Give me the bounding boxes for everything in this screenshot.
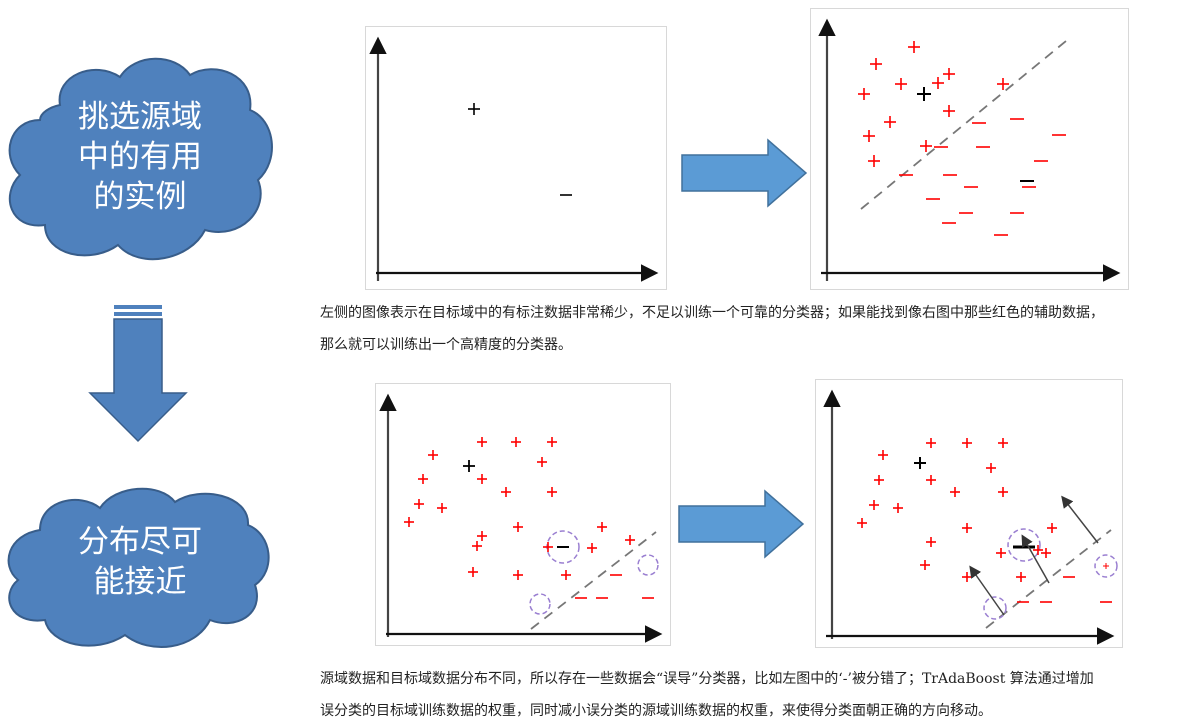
- highlight-circle: [983, 596, 1007, 620]
- highlight-circle: [529, 593, 551, 615]
- source-plus-point: [404, 517, 414, 527]
- plot-target-only: [365, 26, 667, 290]
- source-plus-point: [874, 475, 884, 485]
- source-plus-point: [926, 537, 936, 547]
- source-plus-point: [1041, 548, 1051, 558]
- source-plus-point: [870, 58, 882, 70]
- source-plus-point: [625, 535, 635, 545]
- down-arrow-icon: [88, 303, 190, 443]
- cloud-shape-icon: [7, 487, 270, 648]
- source-plus-point: [884, 116, 896, 128]
- source-plus-point: [477, 474, 487, 484]
- highlight-circle: [637, 554, 659, 576]
- source-plus-point: [893, 503, 903, 513]
- cloud-select-instances: 挑选源域 中的有用 的实例: [0, 35, 280, 275]
- highlight-circle: [1094, 554, 1118, 578]
- right-arrow-icon: [680, 138, 810, 208]
- source-plus-point: [986, 463, 996, 473]
- source-plus-point: [962, 572, 972, 582]
- scatter-plot: [369, 36, 659, 282]
- source-plus-point: [543, 542, 553, 552]
- source-plus-point: [547, 437, 557, 447]
- plot-reweighted: [815, 379, 1123, 648]
- cloud-distribution-close: 分布尽可 能接近: [0, 470, 280, 655]
- source-plus-point: [943, 105, 955, 117]
- source-plus-point: [997, 78, 1009, 90]
- source-plus-point: [920, 140, 932, 152]
- cloud-text-line: 中的有用: [78, 139, 202, 175]
- plot-misclassification: [375, 383, 671, 646]
- caption-line: 误分类的目标域训练数据的权重，同时减小误分类的源域训练数据的权重，来使得分类面朝…: [320, 703, 992, 719]
- source-plus-point: [597, 522, 607, 532]
- caption-line: 源域数据和目标域数据分布不同，所以存在一些数据会“误导”分类器，比如左图中的‘-…: [320, 671, 1094, 687]
- source-plus-point: [513, 522, 523, 532]
- source-plus-point: [1033, 545, 1043, 555]
- scatter-plot: [823, 389, 1118, 645]
- source-plus-point: [857, 518, 867, 528]
- source-plus-point: [414, 499, 424, 509]
- source-plus-point: [1016, 572, 1026, 582]
- target-plus-point: [468, 103, 480, 115]
- cloud-text-line: 能接近: [93, 564, 187, 600]
- caption-top: 左侧的图像表示在目标域中的有标注数据非常稀少，不足以训练一个可靠的分类器；如果能…: [320, 304, 1104, 354]
- source-plus-point: [869, 500, 879, 510]
- source-plus-point: [863, 130, 875, 142]
- source-plus-point: [1047, 523, 1057, 533]
- source-plus-point: [472, 541, 482, 551]
- source-plus-point: [1103, 563, 1109, 569]
- source-plus-point: [537, 457, 547, 467]
- source-plus-point: [547, 487, 557, 497]
- source-plus-point: [926, 438, 936, 448]
- source-plus-point: [998, 438, 1008, 448]
- highlight-circle: [1007, 528, 1041, 562]
- cloud-text-line: 分布尽可: [78, 524, 202, 560]
- weight-shift-arrow: [1061, 495, 1099, 544]
- source-plus-point: [868, 155, 880, 167]
- weight-shift-arrow: [969, 565, 1005, 616]
- target-plus-point: [917, 87, 931, 101]
- cloud-text-line: 挑选源域: [78, 99, 202, 135]
- caption-line: 那么就可以训练出一个高精度的分类器。: [320, 337, 572, 353]
- decision-boundary: [985, 529, 1112, 629]
- source-plus-point: [878, 450, 888, 460]
- source-plus-point: [511, 437, 521, 447]
- source-plus-point: [468, 567, 478, 577]
- source-plus-point: [895, 78, 907, 90]
- source-plus-point: [920, 560, 930, 570]
- source-plus-point: [858, 88, 870, 100]
- source-plus-point: [587, 543, 597, 553]
- cloud-shape-icon: [8, 57, 273, 261]
- source-plus-point: [561, 570, 571, 580]
- source-plus-point: [950, 487, 960, 497]
- target-plus-point: [914, 457, 926, 469]
- decision-boundary: [530, 531, 657, 630]
- target-plus-point: [463, 460, 475, 472]
- scatter-plot: [818, 18, 1121, 282]
- source-plus-point: [962, 438, 972, 448]
- caption-bottom: 源域数据和目标域数据分布不同，所以存在一些数据会“误导”分类器，比如左图中的‘-…: [320, 670, 1094, 720]
- source-plus-point: [908, 41, 920, 53]
- source-plus-point: [932, 77, 944, 89]
- caption-line: 左侧的图像表示在目标域中的有标注数据非常稀少，不足以训练一个可靠的分类器；如果能…: [320, 305, 1104, 321]
- source-plus-point: [428, 450, 438, 460]
- source-plus-point: [418, 474, 428, 484]
- decision-boundary: [860, 40, 1067, 210]
- scatter-plot: [379, 393, 663, 643]
- source-plus-point: [501, 487, 511, 497]
- source-plus-point: [437, 503, 447, 513]
- source-plus-point: [477, 531, 487, 541]
- source-plus-point: [926, 475, 936, 485]
- source-plus-point: [996, 548, 1006, 558]
- cloud-text-line: 的实例: [93, 179, 187, 215]
- source-plus-point: [943, 68, 955, 80]
- source-plus-point: [962, 523, 972, 533]
- source-plus-point: [477, 437, 487, 447]
- source-plus-point: [513, 570, 523, 580]
- source-plus-point: [998, 487, 1008, 497]
- right-arrow-icon: [677, 489, 807, 559]
- plot-with-auxiliary-data: [810, 8, 1129, 290]
- weight-shift-arrow: [1021, 534, 1050, 584]
